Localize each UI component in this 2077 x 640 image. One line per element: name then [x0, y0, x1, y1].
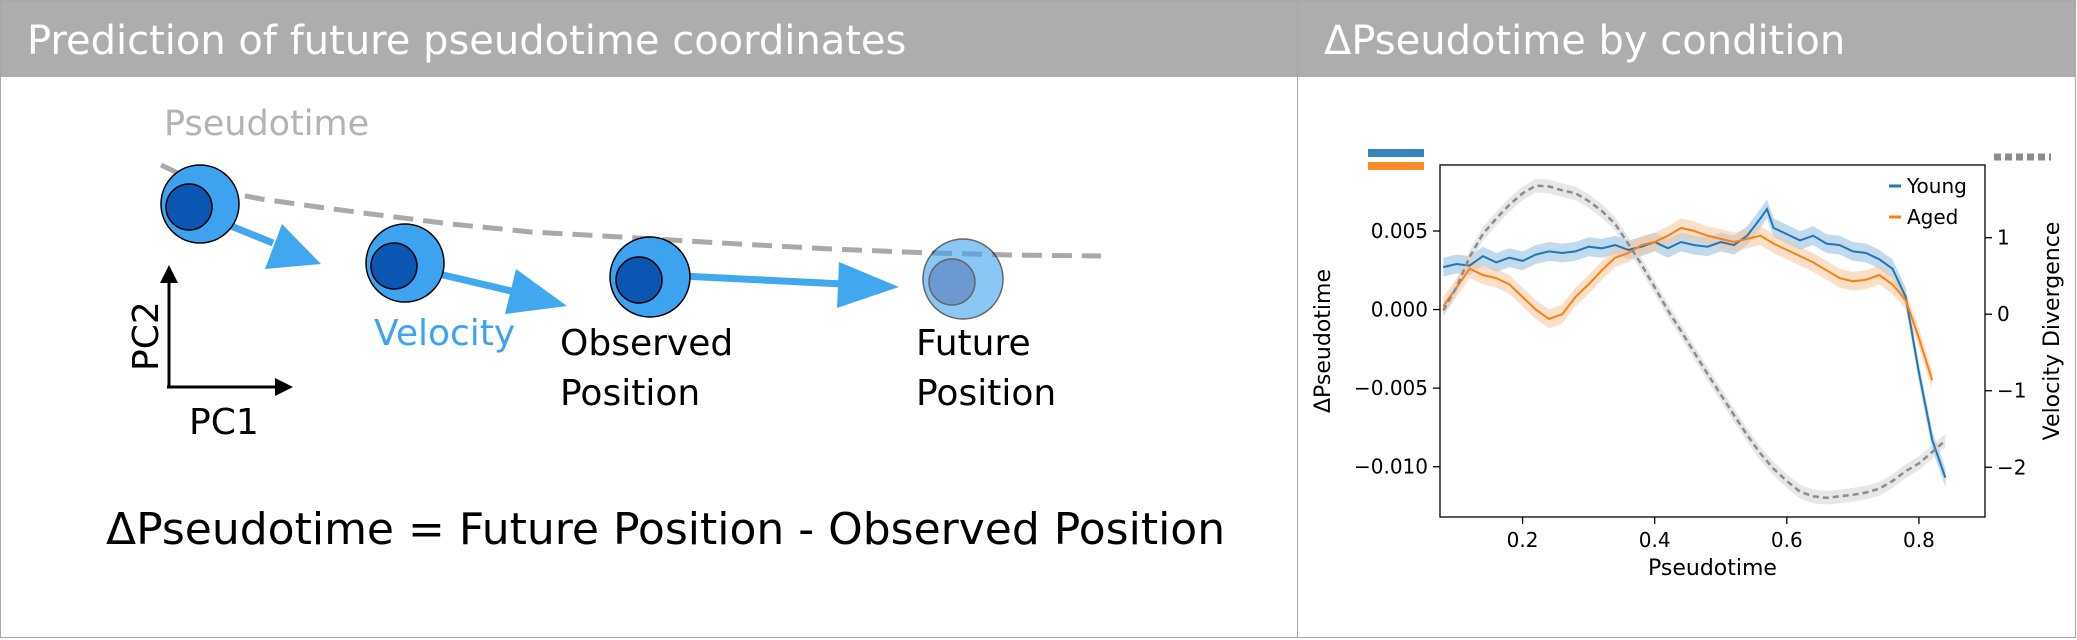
schematic-title: Prediction of future pseudotime coordina…	[1, 1, 1297, 77]
y-tick-label: −0.005	[1354, 376, 1428, 400]
y-tick-label: 0.005	[1371, 219, 1428, 243]
legend-label: Young	[1906, 174, 1967, 198]
legend-label: Aged	[1907, 205, 1958, 229]
schematic-panel: Prediction of future pseudotime coordina…	[0, 0, 1298, 638]
pc1-label: PC1	[189, 402, 259, 443]
delta-pseudotime-equation: ΔPseudotime = Future Position - Observed…	[106, 504, 1225, 555]
pseudotime-label: Pseudotime	[164, 104, 369, 144]
future-label-line2: Position	[916, 373, 1056, 414]
x-tick-label: 0.2	[1507, 528, 1539, 552]
cell-future	[922, 238, 1004, 320]
velocity-arrow-1	[224, 220, 321, 269]
y-tick-label: −0.010	[1354, 455, 1428, 479]
y2-tick-label: −1	[1997, 379, 2026, 403]
y-axis-label: ΔPseudotime	[1311, 269, 1336, 413]
future-label-line1: Future	[916, 323, 1031, 364]
series-band-velocity-divergence	[1443, 178, 1946, 505]
y2-axis-label: Velocity Divergence	[2040, 222, 2065, 441]
observed-label-line2: Position	[560, 373, 700, 414]
cell-middle	[365, 223, 445, 303]
series-line-aged	[1442, 226, 1934, 381]
pc-axes	[160, 265, 293, 396]
x-tick-label: 0.4	[1639, 528, 1671, 552]
plot-frame	[1439, 164, 1986, 518]
schematic-diagram: Pseudotime Velocity Observed Position Fu…	[106, 104, 1225, 555]
velocity-label: Velocity	[374, 313, 515, 354]
pc2-label: PC2	[126, 301, 167, 371]
y2-tick-label: 0	[1997, 302, 2010, 326]
x-tick-label: 0.6	[1771, 528, 1803, 552]
series-color-swatches	[1368, 149, 2051, 170]
young-color-swatch	[1368, 149, 1424, 157]
observed-label-line1: Observed	[560, 323, 733, 364]
cell-start	[160, 164, 240, 244]
chart-title: ΔPseudotime by condition	[1298, 1, 2075, 77]
series-line-velocity-divergence	[1442, 184, 1947, 500]
series-band-young	[1443, 199, 1946, 488]
y-tick-label: 0.000	[1371, 298, 1428, 322]
series-line-young	[1443, 206, 1947, 479]
velocity-arrow-2	[438, 269, 567, 314]
pseudotime-trajectory-line	[159, 162, 1102, 259]
y2-tick-label: −2	[1997, 455, 2026, 479]
velocity-arrow-3	[680, 262, 899, 308]
y2-tick-label: 1	[1997, 226, 2010, 250]
x-tick-label: 0.8	[1903, 528, 1935, 552]
x-axis-label: Pseudotime	[1648, 556, 1777, 581]
chart-panel: ΔPseudotime by condition 0.2 0.4 0.6 0.8 0.0…	[1297, 0, 2076, 638]
cell-observed	[609, 236, 691, 318]
delta-pseudotime-chart: 0.2 0.4 0.6 0.8 0.005 0.000 −0.005 −0.010 1 0 −1 −2…	[1311, 149, 2065, 581]
aged-color-swatch	[1368, 162, 1424, 170]
